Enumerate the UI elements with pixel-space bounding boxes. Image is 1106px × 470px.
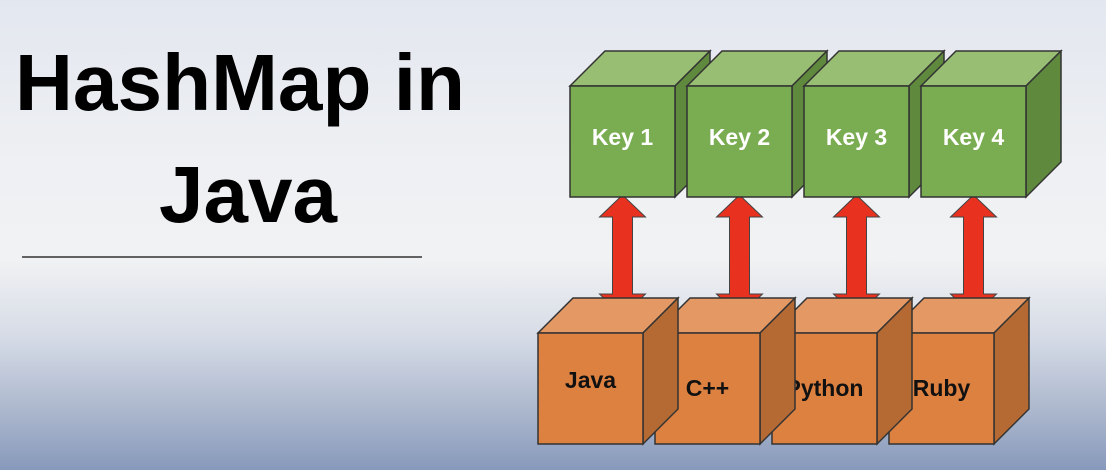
title-line-2: Java	[159, 150, 337, 239]
cube-front	[686, 85, 793, 198]
cube-label: Key 3	[826, 124, 887, 150]
title-line-1: HashMap in	[15, 38, 465, 127]
key-cube-3: Key 3	[802, 49, 946, 199]
cube-front	[920, 85, 1027, 198]
cube-front	[569, 85, 676, 198]
cube-front	[803, 85, 910, 198]
cube-label: Python	[786, 375, 864, 401]
cube-label: Key 2	[709, 124, 770, 150]
cube-front	[537, 332, 644, 445]
cube-label: Key 1	[592, 124, 654, 150]
value-cube-java: Java	[536, 296, 680, 446]
key-cube-4: Key 4	[919, 49, 1063, 199]
cube-label: C++	[686, 375, 729, 401]
cube-label: Ruby	[913, 375, 971, 401]
cube-label: Key 4	[943, 124, 1005, 150]
cube-label: Java	[565, 367, 616, 393]
